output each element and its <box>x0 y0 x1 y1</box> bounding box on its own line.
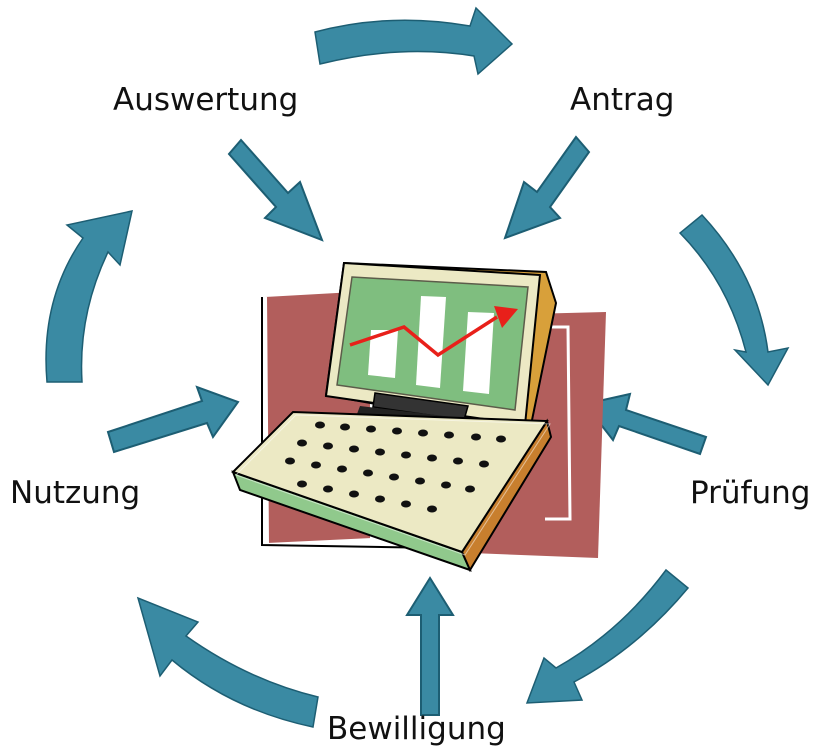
computer-monitor-icon <box>261 261 606 558</box>
inward-arrow-antrag <box>503 135 591 240</box>
cycle-arrow-bottom-left <box>136 596 319 728</box>
inward-arrow-pruefung <box>583 392 708 456</box>
cycle-arrow-right <box>678 213 790 387</box>
stage-label-auswertung: Auswertung <box>113 82 299 118</box>
inward-arrow-nutzung <box>106 385 240 454</box>
keyboard-icon <box>231 410 553 573</box>
stage-label-nutzung: Nutzung <box>10 475 141 511</box>
cycle-arrow-bottom-right <box>525 568 690 704</box>
cycle-arrow-top <box>314 6 514 76</box>
stage-label-antrag: Antrag <box>570 82 675 118</box>
inward-arrow-auswertung <box>227 138 324 242</box>
stage-label-pruefung: Prüfung <box>690 475 811 511</box>
stage-label-bewilligung: Bewilligung <box>327 711 506 747</box>
cycle-arrow-left <box>45 210 133 383</box>
inward-arrow-bewilligung <box>405 576 455 716</box>
